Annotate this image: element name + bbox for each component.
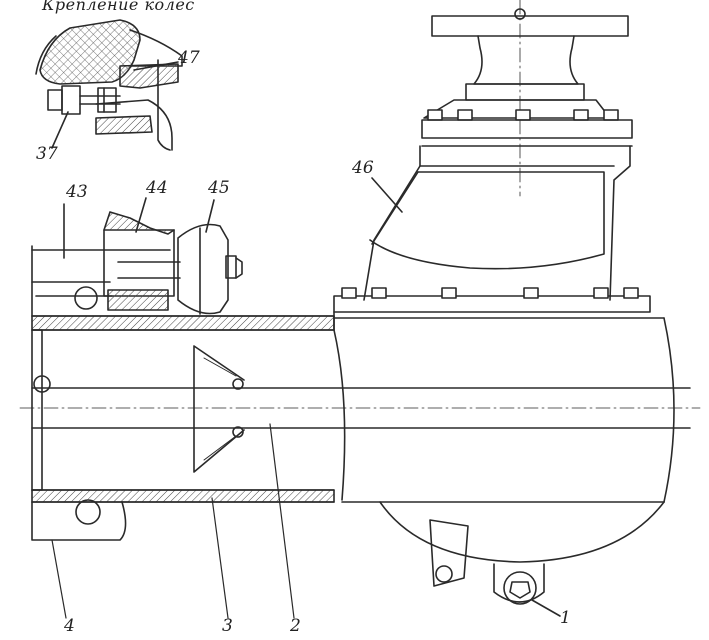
axle-tube <box>19 315 701 541</box>
callout-43: 43 <box>66 182 88 202</box>
steering-rod-assembly <box>31 197 243 317</box>
callout-46: 46 <box>352 158 374 178</box>
callout-4: 4 <box>64 616 75 636</box>
callout-2: 2 <box>290 616 301 636</box>
detail-caption: Крепление колес <box>42 0 195 14</box>
callout-45: 45 <box>208 178 230 198</box>
callout-1: 1 <box>560 608 571 628</box>
callout-37: 37 <box>36 144 58 164</box>
bottom-leaders <box>51 423 295 619</box>
wheel-mount-detail <box>35 19 183 151</box>
differential-case <box>333 311 675 617</box>
callout-44: 44 <box>146 178 168 198</box>
gearbox-housing <box>333 0 651 313</box>
callout-3: 3 <box>222 616 233 636</box>
callout-47: 47 <box>178 48 200 68</box>
